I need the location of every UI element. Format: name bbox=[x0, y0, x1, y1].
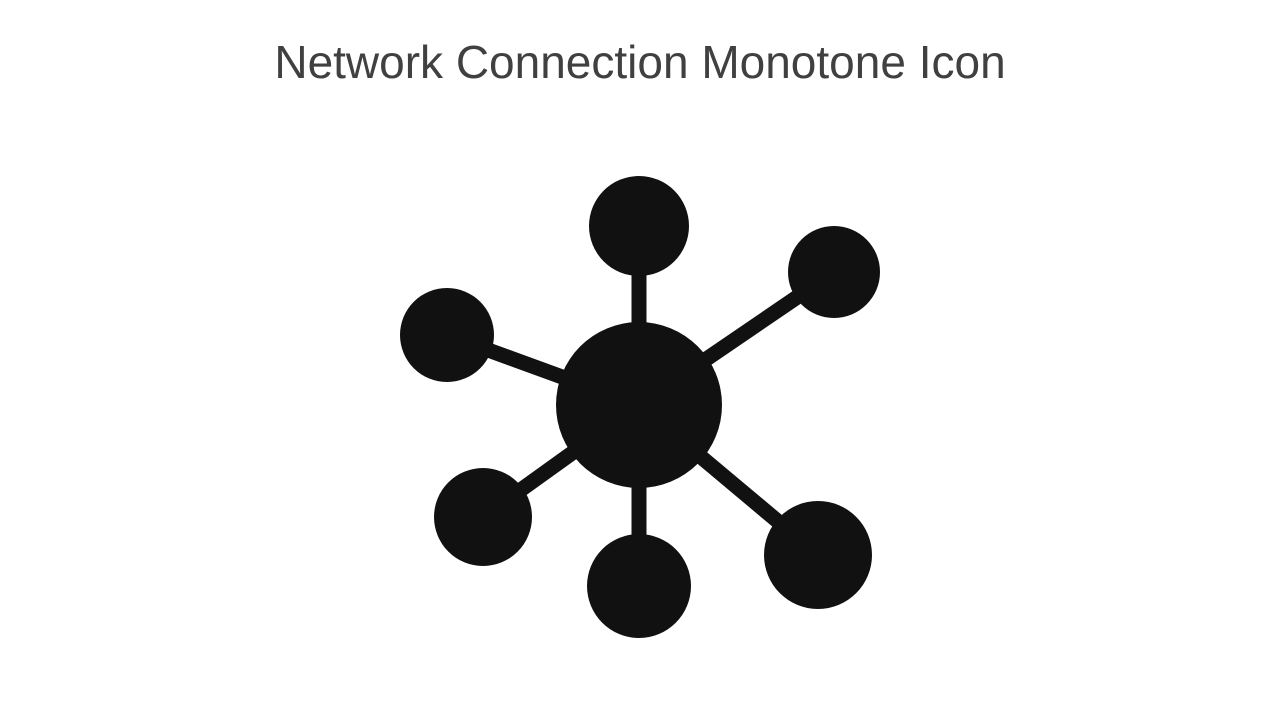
slide-title: Network Connection Monotone Icon bbox=[274, 36, 1006, 88]
node-top-right-icon bbox=[788, 226, 880, 318]
hub-node-icon bbox=[556, 322, 722, 488]
node-top-icon bbox=[589, 176, 689, 276]
node-bottom-right-icon bbox=[764, 501, 872, 609]
node-bottom-icon bbox=[587, 534, 691, 638]
node-left-icon bbox=[400, 288, 494, 382]
node-bottom-left-icon bbox=[434, 468, 532, 566]
connection-nodes bbox=[400, 176, 880, 638]
